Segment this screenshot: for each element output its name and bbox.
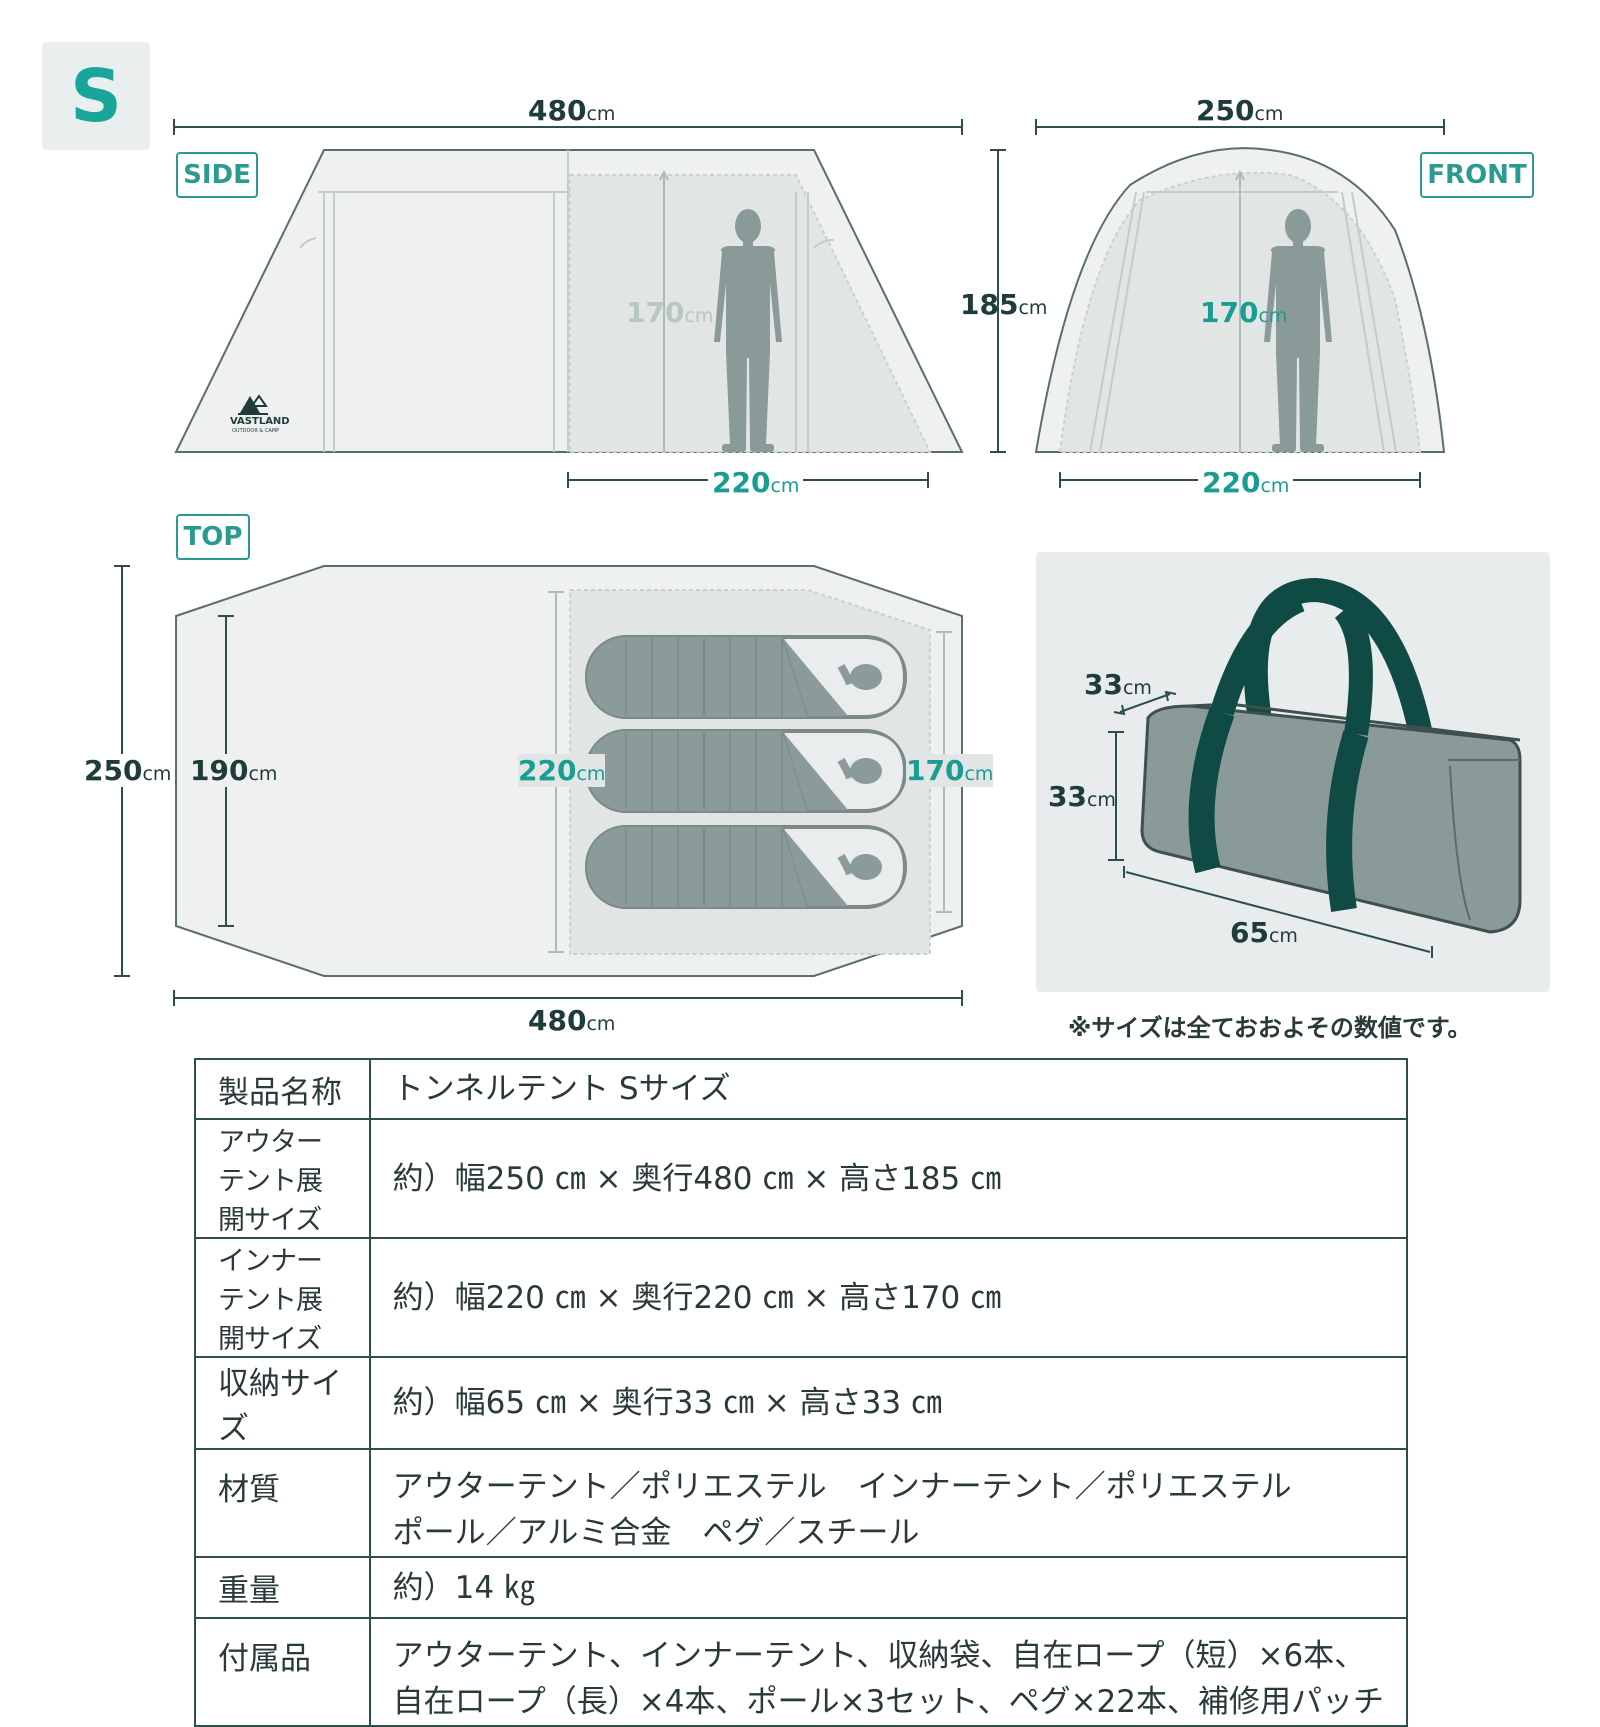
unit: cm — [1268, 925, 1298, 947]
front-width-value: 250 — [1196, 94, 1255, 127]
spec-value: アウターテント、インナーテント、収納袋、自在ロープ（短）×6本、 自在ロープ（長… — [368, 1617, 1409, 1727]
front-view-tag: FRONT — [1420, 152, 1534, 198]
unit: cm — [1260, 475, 1290, 497]
bag-height-label: 33cm — [1048, 780, 1116, 813]
approximate-size-note: ※サイズは全ておおよその数値です。 — [1068, 1014, 1472, 1042]
size-label: S — [70, 54, 122, 138]
front-view-label: FRONT — [1427, 160, 1527, 190]
brand-tagline: OUTDOOR & CAMP — [232, 428, 280, 434]
side-length-label: 480cm — [528, 94, 615, 127]
spec-value-line: アウターテント／ポリエステル インナーテント／ポリエステル — [392, 1469, 1292, 1505]
unit: cm — [964, 763, 994, 785]
top-length-value: 480 — [528, 1004, 587, 1037]
unit: cm — [1258, 305, 1288, 327]
side-inner-length-label: 220cm — [708, 466, 804, 499]
spec-value-line: 約）14 ㎏ — [392, 1569, 535, 1606]
vastland-logo — [238, 394, 268, 415]
front-inner-width-label: 220cm — [1198, 466, 1294, 499]
spec-value-line: 約）幅250 ㎝ × 奥行480 ㎝ × 高さ185 ㎝ — [392, 1160, 1002, 1197]
side-inner-height-value: 170 — [626, 296, 685, 329]
top-inner-end-value: 170 — [906, 754, 965, 787]
outer-height-label: 185cm — [960, 288, 1047, 321]
spec-value-line: ポール／アルミ合金 ペグ／スチール — [392, 1515, 920, 1551]
front-inner-width-value: 220 — [1202, 466, 1261, 499]
front-inner-height-label: 170cm — [1200, 296, 1287, 329]
spec-value-line: トンネルテント Sサイズ — [392, 1071, 731, 1107]
spec-value: トンネルテント Sサイズ — [368, 1058, 1409, 1120]
unit: cm — [1254, 103, 1284, 125]
unit: cm — [142, 763, 172, 785]
top-width-value: 250 — [84, 754, 143, 787]
unit: cm — [248, 763, 278, 785]
side-view — [174, 149, 964, 453]
spec-row-weight: 重量 約）14 ㎏ — [194, 1556, 1409, 1619]
brand-name: VASTLAND — [230, 416, 290, 427]
size-badge: S — [42, 42, 150, 150]
bag-depth-label: 33cm — [1084, 668, 1152, 701]
top-view-label: TOP — [183, 522, 243, 552]
front-view — [1034, 147, 1446, 453]
unit: cm — [1122, 677, 1152, 699]
unit: cm — [770, 475, 800, 497]
top-width-label: 250cm — [84, 754, 172, 787]
outer-height-value: 185 — [960, 288, 1019, 321]
side-length-value: 480 — [528, 94, 587, 127]
side-inner-length-value: 220 — [712, 466, 771, 499]
side-view-label: SIDE — [183, 160, 251, 190]
spec-row-outer-size: アウターテント展開サイズ 約）幅250 ㎝ × 奥行480 ㎝ × 高さ185 … — [194, 1118, 1409, 1239]
spec-key: アウターテント展開サイズ — [194, 1118, 371, 1239]
unit: cm — [1018, 297, 1048, 319]
bag-height-value: 33 — [1048, 780, 1087, 813]
bag-length-value: 65 — [1230, 916, 1269, 949]
spec-value: アウターテント／ポリエステル インナーテント／ポリエステル ポール／アルミ合金 … — [368, 1448, 1409, 1558]
front-inner-height-value: 170 — [1200, 296, 1259, 329]
spec-value: 約）幅65 ㎝ × 奥行33 ㎝ × 高さ33 ㎝ — [368, 1356, 1409, 1450]
spec-row-accessories: 付属品 アウターテント、インナーテント、収納袋、自在ロープ（短）×6本、 自在ロ… — [194, 1617, 1409, 1727]
front-width-label: 250cm — [1196, 94, 1283, 127]
spec-value: 約）幅250 ㎝ × 奥行480 ㎝ × 高さ185 ㎝ — [368, 1118, 1409, 1239]
spec-value-line: 約）幅220 ㎝ × 奥行220 ㎝ × 高さ170 ㎝ — [392, 1279, 1002, 1316]
top-inner-end-label: 170cm — [906, 754, 994, 787]
top-length-label: 480cm — [528, 1004, 615, 1037]
top-view-tag: TOP — [176, 514, 250, 560]
spec-table: 製品名称 トンネルテント Sサイズ アウターテント展開サイズ 約）幅250 ㎝ … — [194, 1058, 1409, 1727]
spec-value: 約）14 ㎏ — [368, 1556, 1409, 1619]
top-end-width-value: 190 — [190, 754, 249, 787]
spec-value-line: 約）幅65 ㎝ × 奥行33 ㎝ × 高さ33 ㎝ — [392, 1385, 942, 1421]
spec-row-material: 材質 アウターテント／ポリエステル インナーテント／ポリエステル ポール／アルミ… — [194, 1448, 1409, 1558]
bag-depth-value: 33 — [1084, 668, 1123, 701]
unit: cm — [586, 103, 616, 125]
spec-key: 製品名称 — [194, 1058, 371, 1120]
spec-row-product-name: 製品名称 トンネルテント Sサイズ — [194, 1058, 1409, 1120]
spec-key: インナーテント展開サイズ — [194, 1237, 371, 1358]
spec-key: 重量 — [194, 1556, 371, 1619]
spec-key: 収納サイズ — [194, 1356, 371, 1450]
spec-key: 材質 — [194, 1448, 371, 1558]
top-inner-width-label: 220cm — [518, 754, 606, 787]
side-view-tag: SIDE — [176, 152, 258, 198]
spec-value-line: 自在ロープ（長）×4本、ポール×3セット、ペグ×22本、補修用パッチ — [392, 1684, 1384, 1720]
bag-length-label: 65cm — [1230, 916, 1298, 949]
spec-key: 付属品 — [194, 1617, 371, 1727]
spec-value-line: アウターテント、インナーテント、収納袋、自在ロープ（短）×6本、 — [392, 1638, 1366, 1674]
unit: cm — [684, 305, 714, 327]
side-inner-height-label: 170cm — [626, 296, 713, 329]
top-end-width-label: 190cm — [190, 754, 278, 787]
top-inner-width-value: 220 — [518, 754, 577, 787]
spec-value: 約）幅220 ㎝ × 奥行220 ㎝ × 高さ170 ㎝ — [368, 1237, 1409, 1358]
spec-row-storage-size: 収納サイズ 約）幅65 ㎝ × 奥行33 ㎝ × 高さ33 ㎝ — [194, 1356, 1409, 1450]
unit: cm — [576, 763, 606, 785]
unit: cm — [586, 1013, 616, 1035]
spec-row-inner-size: インナーテント展開サイズ 約）幅220 ㎝ × 奥行220 ㎝ × 高さ170 … — [194, 1237, 1409, 1358]
unit: cm — [1086, 789, 1116, 811]
